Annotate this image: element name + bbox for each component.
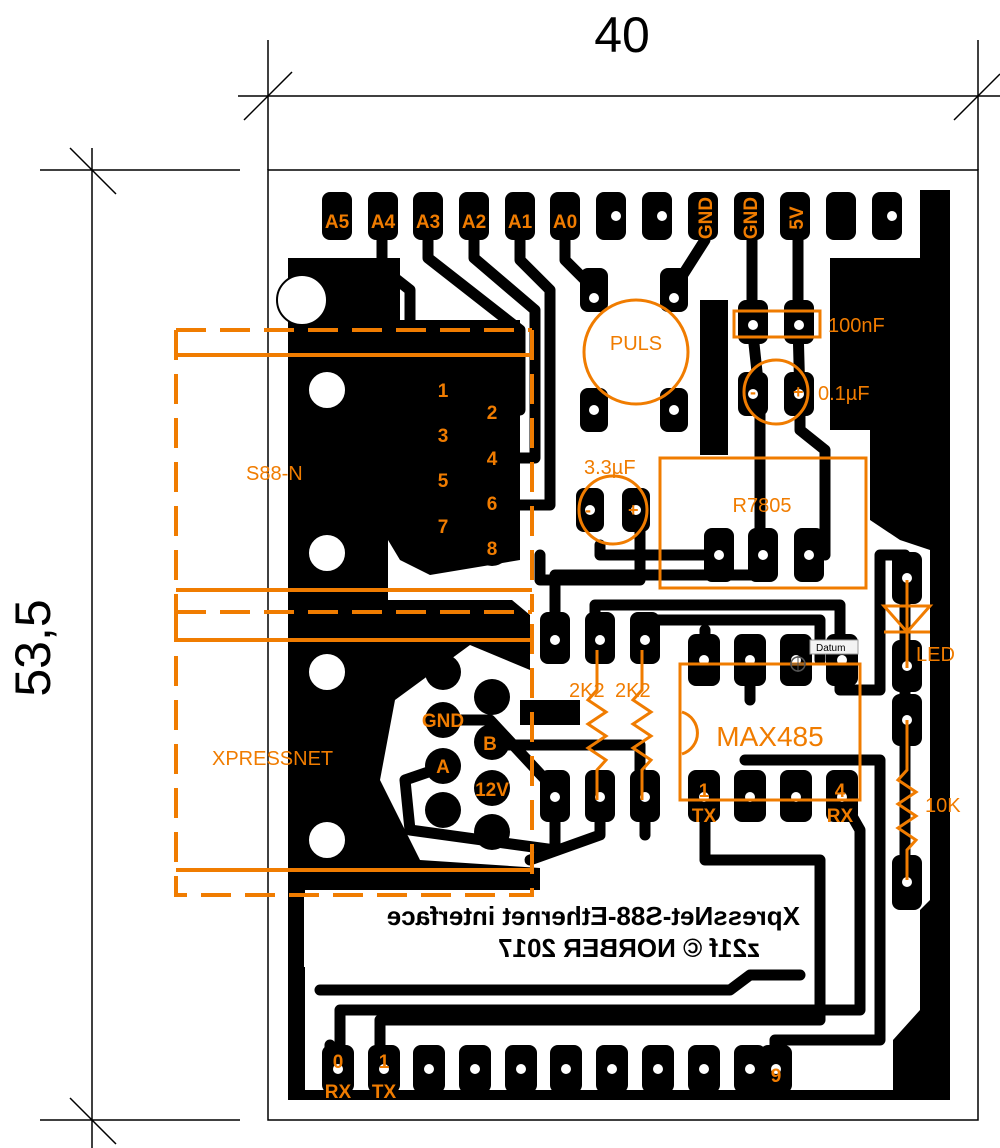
xpressnet-pin-12v: 12V	[475, 780, 509, 801]
ic-label: MAX485	[716, 721, 823, 752]
s88-pin-labels: 1 2 3 4 5 6 7 8	[438, 381, 498, 560]
s88-pin-1: 1	[438, 381, 449, 402]
ic-pin-labels: 1 TX 4 RX	[692, 781, 854, 827]
dimension-lines	[40, 40, 1000, 1148]
svg-text:+: +	[793, 382, 804, 402]
pin-label-a5: A5	[325, 212, 350, 233]
pin-label-5v: 5V	[787, 206, 808, 230]
bottom-pin-labels: 0 RX 1 TX 9	[325, 1052, 781, 1103]
datum-marker: Datum	[790, 639, 859, 672]
silkscreen-outlines	[174, 298, 934, 897]
resistor-a-label: 2K2	[569, 680, 605, 702]
s88-pin-4: 4	[487, 449, 498, 470]
xpressnet-pin-gnd: GND	[422, 711, 464, 732]
component-labels: PULS 100nF 0.1µF 3.3µF R7805 2K2 2K2 MAX…	[569, 315, 961, 817]
led-label: LED	[916, 644, 955, 666]
svg-text:-: -	[750, 382, 756, 402]
bottom-pin-rx: RX	[325, 1082, 352, 1103]
svg-text:-: -	[585, 500, 591, 520]
regulator-label: R7805	[733, 495, 792, 517]
polarity-marks: + - + -	[585, 382, 804, 520]
xpressnet-pin-b: B	[483, 734, 497, 755]
pin-label-a4: A4	[371, 212, 396, 233]
svg-text:+: +	[628, 500, 639, 520]
cap-33uf-label: 3.3µF	[584, 457, 636, 479]
ic-pin-tx: TX	[692, 806, 717, 827]
pin-label-a3: A3	[416, 212, 440, 233]
bottom-pin-9: 9	[771, 1066, 782, 1087]
xpressnet-pin-a: A	[436, 757, 450, 778]
resistor-10k-label: 10K	[925, 795, 961, 817]
header-pin-labels: A5 A4 A3 A2 A1 A0 GND GND 5V	[325, 197, 808, 239]
s88-pin-6: 6	[487, 494, 498, 515]
pin-label-gnd-1: GND	[696, 197, 717, 239]
s88-pin-8: 8	[487, 539, 498, 560]
pin-label-a2: A2	[462, 212, 486, 233]
ic-pin-1: 1	[699, 781, 710, 802]
bottom-pin-1: 1	[379, 1052, 390, 1073]
s88-pin-7: 7	[438, 517, 449, 538]
bottom-pin-0: 0	[333, 1052, 344, 1073]
puls-label: PULS	[610, 333, 662, 355]
bottom-pin-tx: TX	[372, 1082, 397, 1103]
cap-100nf-label: 100nF	[828, 315, 885, 337]
drill-holes	[333, 211, 912, 1074]
s88-pin-2: 2	[487, 403, 498, 424]
ic-pin-rx: RX	[827, 806, 854, 827]
s88-connector-label: S88-N	[246, 463, 303, 485]
ic-pin-4: 4	[835, 781, 846, 802]
xpressnet-connector-label: XPRESSNET	[212, 748, 333, 770]
cap-01uf-label: 0.1µF	[818, 383, 870, 405]
pin-label-gnd-2: GND	[741, 197, 762, 239]
connector-pads	[425, 372, 510, 850]
s88-pin-5: 5	[438, 471, 449, 492]
xpressnet-pin-labels: GND B A 12V	[422, 711, 509, 801]
width-dimension-label: 40	[594, 7, 650, 63]
pin-label-a1: A1	[508, 212, 533, 233]
mounting-holes	[276, 274, 357, 870]
resistor-b-label: 2K2	[615, 680, 651, 702]
mirrored-board-text: XpressNet-S88-Ethernet interface z21f © …	[387, 901, 800, 963]
s88-pin-3: 3	[438, 426, 449, 447]
pin-label-a0: A0	[553, 212, 577, 233]
datum-label: Datum	[816, 643, 845, 654]
board-text-panel	[304, 893, 800, 967]
height-dimension-label: 53,5	[5, 599, 61, 696]
board-title: XpressNet-S88-Ethernet interface	[387, 901, 800, 931]
board-subtitle: z21f © NORBER 2017	[498, 933, 760, 963]
